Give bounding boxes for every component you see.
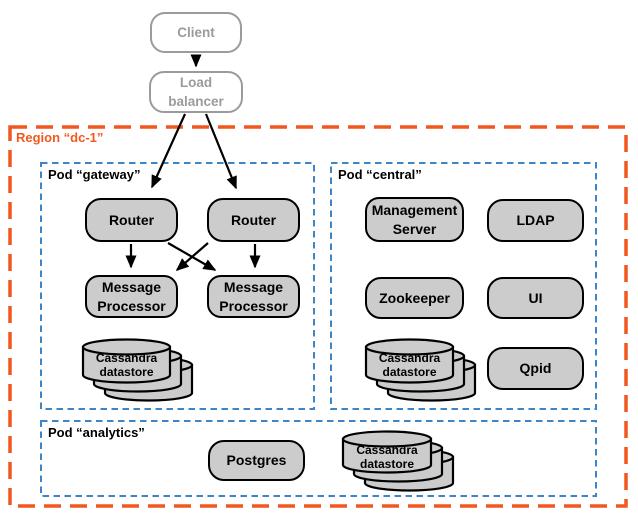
postgres-label: Postgres [226,452,287,468]
cassandra-analytics-line1: Cassandra [356,443,418,457]
arrow-router2-to-mp1 [175,242,209,271]
region-dc1-label: Region “dc-1” [16,130,104,145]
management-server-line2: Server [392,220,437,237]
message-processor2-line2: Processor [219,297,288,314]
ldap-label: LDAP [516,212,555,228]
cassandra-analytics-label: Cassandra datastore [343,443,431,471]
qpid-label: Qpid [519,360,552,376]
cassandra-gateway-label: Cassandra datastore [83,351,170,379]
message-processor2-node: Message Processor [207,275,300,318]
ui-label: UI [528,289,543,306]
client-node: Client [150,12,242,53]
cassandra-central-line2: datastore [382,365,437,379]
message-processor1-node: Message Processor [85,275,178,318]
postgres-node: Postgres [208,440,305,481]
router1-label: Router [108,211,155,228]
arrow-loadbalancer-to-router2 [204,113,238,190]
cassandra-analytics-line2: datastore [359,457,415,471]
message-processor2-line1: Message [223,278,284,295]
cassandra-gateway-line1: Cassandra [95,351,158,365]
load-balancer-node: Load balancer [149,71,243,113]
zookeeper-label: Zookeeper [379,289,450,306]
ui-node: UI [487,277,584,319]
cassandra-gateway-line2: datastore [99,365,154,379]
pod-central-label: Pod “central” [338,167,422,182]
management-server-line1: Management [371,201,458,218]
router1-node: Router [85,198,178,242]
qpid-node: Qpid [487,347,584,390]
message-processor1-line1: Message [101,278,162,295]
zookeeper-node: Zookeeper [365,277,464,319]
management-server-node: Management Server [365,197,464,242]
router2-node: Router [207,198,300,242]
client-label: Client [177,25,215,40]
message-processor1-line2: Processor [97,297,166,314]
arrow-router1-to-mp2 [167,242,217,271]
pod-gateway-label: Pod “gateway” [48,167,141,182]
cassandra-central-line1: Cassandra [378,351,441,365]
pod-analytics-label: Pod “analytics” [48,425,145,440]
cassandra-central-label: Cassandra datastore [366,351,453,379]
load-balancer-label: Load balancer [168,75,224,109]
router2-label: Router [230,211,277,228]
ldap-node: LDAP [487,199,584,242]
arrow-loadbalancer-to-router1 [150,113,187,189]
